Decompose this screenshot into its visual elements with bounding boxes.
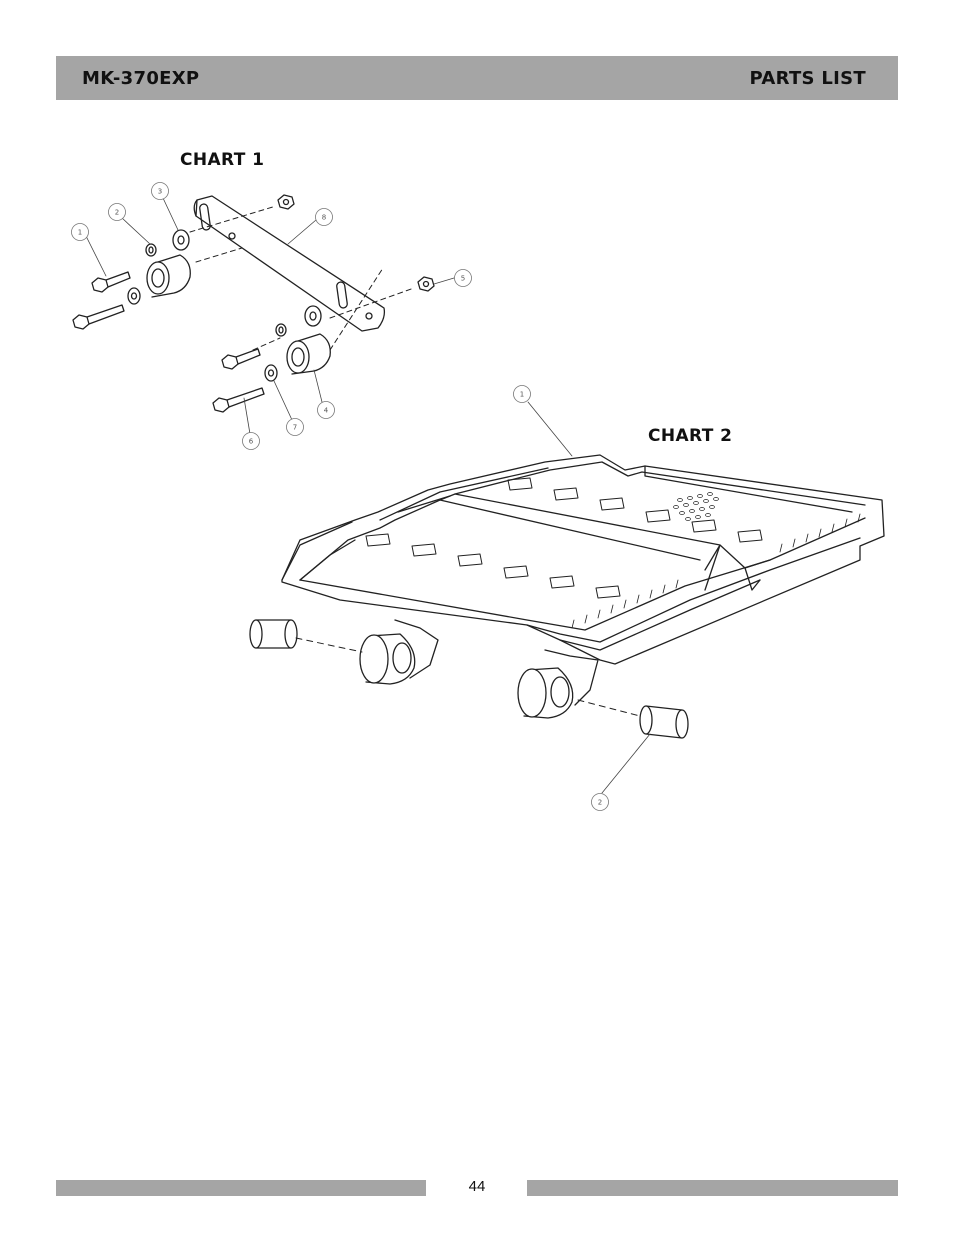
- footer-bar-right: [527, 1180, 898, 1196]
- chart-2-drawing: [250, 402, 884, 793]
- chart-1-drawing: [73, 195, 454, 434]
- chart-2-balloon-2: 2: [598, 799, 602, 807]
- chart-1-balloon-5: 5: [461, 275, 465, 283]
- chart-1-balloon-6: 6: [249, 438, 254, 446]
- chart-1-balloon-8: 8: [322, 214, 326, 222]
- chart-2-balloon-1: 1: [520, 391, 524, 399]
- chart-1-balloon-2: 2: [115, 209, 119, 217]
- footer-bar-left: [56, 1180, 426, 1196]
- chart-1-balloon-3: 3: [158, 188, 162, 196]
- page-number: 44: [440, 1178, 514, 1195]
- chart-1-balloon-1: 1: [78, 229, 82, 237]
- chart-1-balloon-7: 7: [293, 424, 297, 432]
- chart-1-balloon-4: 4: [324, 407, 329, 415]
